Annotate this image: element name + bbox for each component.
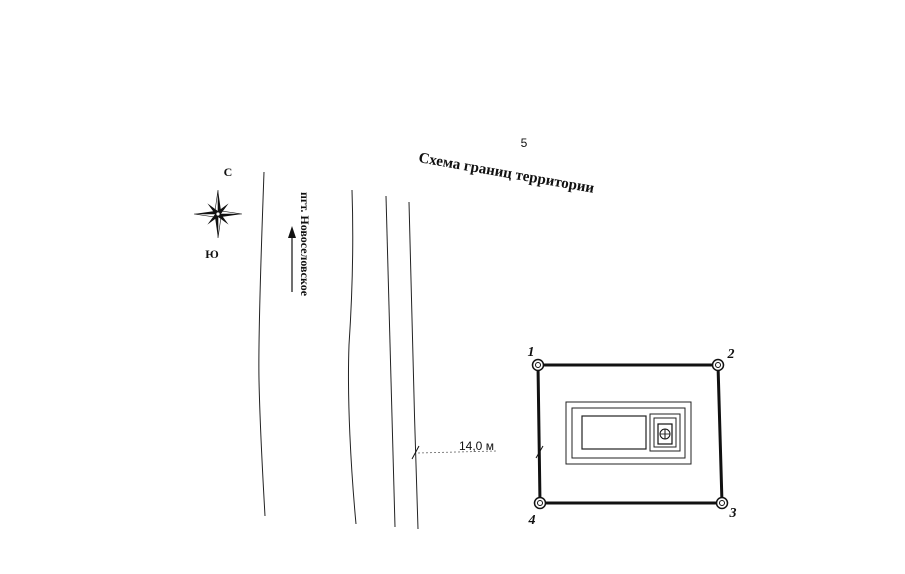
structure-outer-outline <box>565 401 692 465</box>
road-edge-line-4 <box>408 201 419 530</box>
road-edge-line-2 <box>347 189 357 525</box>
structure-room <box>581 415 647 450</box>
direction-arrow-icon <box>288 226 296 238</box>
scheme-title: Схема границ территории <box>417 150 595 197</box>
corner-marker-3 <box>715 496 729 510</box>
meter-box-icon <box>657 423 673 445</box>
road-edge-line-1 <box>258 171 266 517</box>
road-label: пгт. Новоселовское <box>298 192 312 297</box>
corner-marker-4 <box>533 496 547 510</box>
page-number: 5 <box>521 136 528 150</box>
distance-leader <box>417 450 497 454</box>
distance-label: 14,0 м <box>459 439 494 453</box>
structure-box-inner <box>653 417 677 448</box>
compass-south-label: Ю <box>205 247 219 261</box>
corner-label-1: 1 <box>528 345 535 360</box>
structure-inner-outline <box>571 407 686 459</box>
boundary-tick <box>535 445 544 459</box>
corner-label-3: 3 <box>729 506 737 521</box>
corner-marker-1 <box>531 358 545 372</box>
corner-label-4: 4 <box>528 513 536 528</box>
distance-tick <box>411 445 420 460</box>
road-edge-line-3 <box>385 195 396 528</box>
compass-rose-icon <box>193 189 243 239</box>
corner-marker-2 <box>711 358 725 372</box>
compass-north-label: С <box>224 165 233 179</box>
corner-label-2: 2 <box>727 347 735 362</box>
structure-box-outer <box>649 413 681 452</box>
